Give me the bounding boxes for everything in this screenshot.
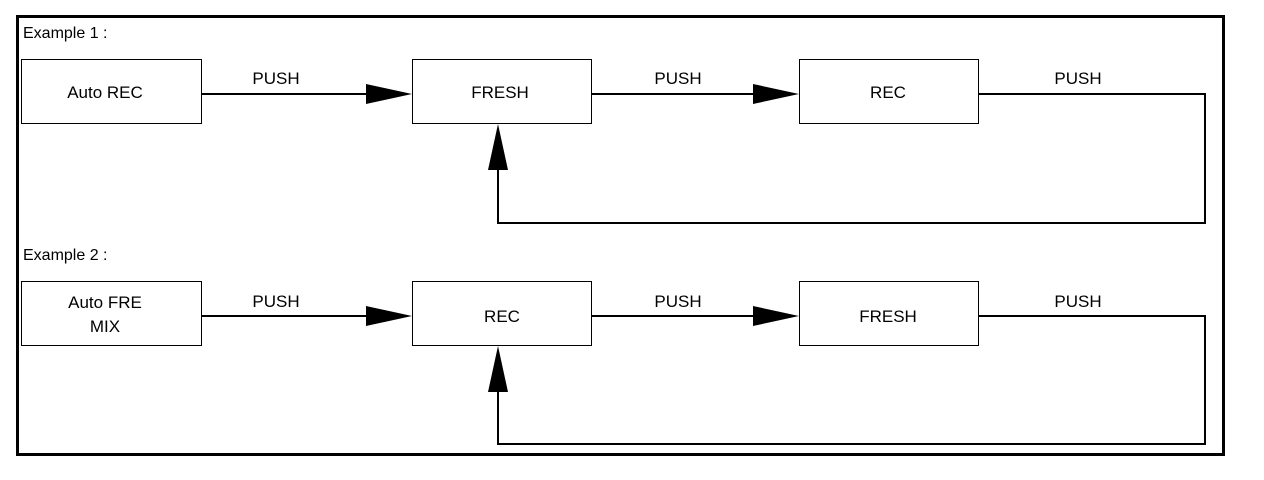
edge-1-arrowhead — [366, 84, 412, 104]
edge-2-arrowhead — [753, 84, 799, 104]
edge-3-label: PUSH — [1054, 292, 1101, 311]
state-box-rec: REC — [412, 281, 592, 346]
edge-2-label: PUSH — [654, 292, 701, 311]
state-label: FRESH — [471, 83, 529, 102]
state-label: FRESH — [859, 307, 917, 326]
edge-3-loop-connector — [497, 315, 1206, 445]
state-box-fresh: FRESH — [799, 281, 979, 346]
edge-3-loop-connector — [497, 93, 1206, 224]
example-2: Example 2 : PUSH PUSH PUSH Auto FRE MIX … — [21, 247, 1206, 445]
edge-1-label: PUSH — [252, 69, 299, 88]
state-box-fresh: FRESH — [412, 59, 592, 124]
example-2-title: Example 2 : — [23, 247, 107, 264]
edge-2-arrowhead — [753, 306, 799, 326]
state-label-line-1: Auto FRE — [68, 293, 142, 312]
state-label: REC — [484, 307, 520, 326]
edge-3-arrowhead — [488, 124, 508, 170]
example-1: Example 1 : PUSH PUSH PUSH Auto REC FRES… — [21, 25, 1206, 224]
edge-3-label: PUSH — [1054, 69, 1101, 88]
state-label: REC — [870, 83, 906, 102]
state-label-line-2: MIX — [90, 317, 120, 336]
edge-1-arrowhead — [366, 306, 412, 326]
edge-2-label: PUSH — [654, 69, 701, 88]
example-1-title: Example 1 : — [23, 25, 107, 42]
edge-3-arrowhead — [488, 346, 508, 392]
diagram-frame — [16, 15, 1225, 456]
edge-1-label: PUSH — [252, 292, 299, 311]
state-box-auto-fre-mix: Auto FRE MIX — [21, 281, 202, 346]
state-box-rec: REC — [799, 59, 979, 124]
state-label: Auto REC — [67, 83, 143, 102]
state-box-auto-rec: Auto REC — [21, 59, 202, 124]
